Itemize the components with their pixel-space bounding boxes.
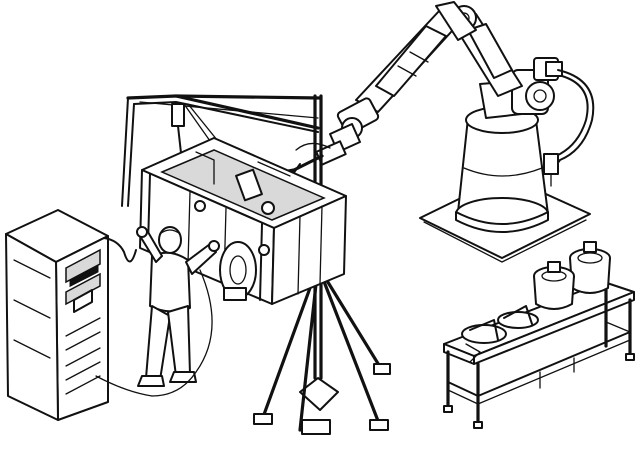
robot-pedestal [455,106,549,233]
operator [95,226,220,397]
control-cabinet [5,209,137,421]
robot-forearm [315,1,477,166]
robot-turret [479,57,595,187]
workpiece-parts [461,241,611,363]
welding-positioner-box [139,137,347,305]
overhead-gantry-frame [121,94,322,207]
